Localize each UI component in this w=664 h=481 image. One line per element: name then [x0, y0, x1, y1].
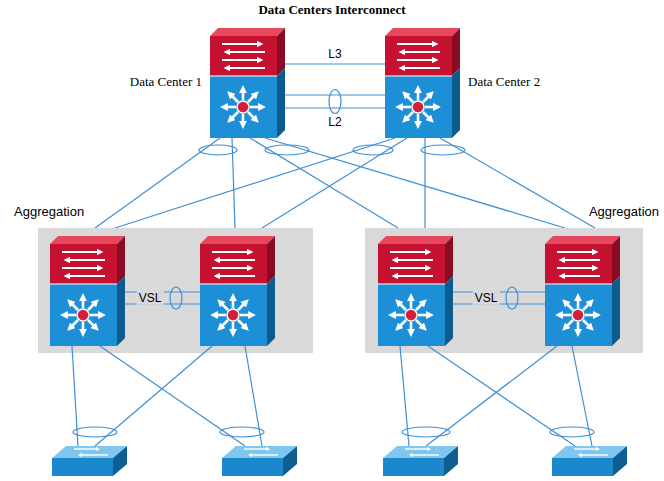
network-link [95, 138, 235, 228]
diagram-title: Data Centers Interconnect [258, 2, 405, 18]
access-switch [52, 446, 127, 476]
data-center-label: Data Center 2 [468, 74, 540, 90]
network-link [425, 138, 595, 228]
aggregation-switch [50, 236, 125, 346]
access-switch [383, 446, 458, 476]
group-heading: Aggregation [14, 204, 84, 220]
switch-icon [385, 28, 460, 138]
access-uplinks [72, 346, 592, 446]
aggregation-band [38, 228, 313, 353]
aggregation-switch [545, 236, 620, 346]
bundle-ellipses [73, 90, 594, 438]
aggregation-switch [378, 236, 453, 346]
vsl-links [125, 287, 545, 309]
access-switch [222, 446, 297, 476]
aggregation-group: Aggregation [365, 228, 643, 353]
aggregation-group: Aggregation [38, 228, 313, 353]
aggregation-band [365, 228, 643, 353]
access-switch [552, 446, 627, 476]
network-link [285, 95, 385, 108]
vsl-label: VSL [473, 291, 500, 305]
switch-icon [210, 28, 285, 138]
core-switch: Data Center 1 [210, 28, 285, 138]
network-link [285, 63, 385, 64]
link-label: L2 [328, 115, 341, 129]
data-center-label: Data Center 1 [130, 74, 202, 90]
link-label: L3 [328, 47, 341, 61]
core-switch: Data Center 2 [385, 28, 460, 138]
switch-icon-body [385, 28, 460, 138]
switch-icon-body [210, 28, 285, 138]
vsl-label: VSL [137, 291, 164, 305]
group-heading: Aggregation [589, 204, 659, 220]
network-link [115, 138, 407, 228]
aggregation-switch [200, 236, 275, 346]
